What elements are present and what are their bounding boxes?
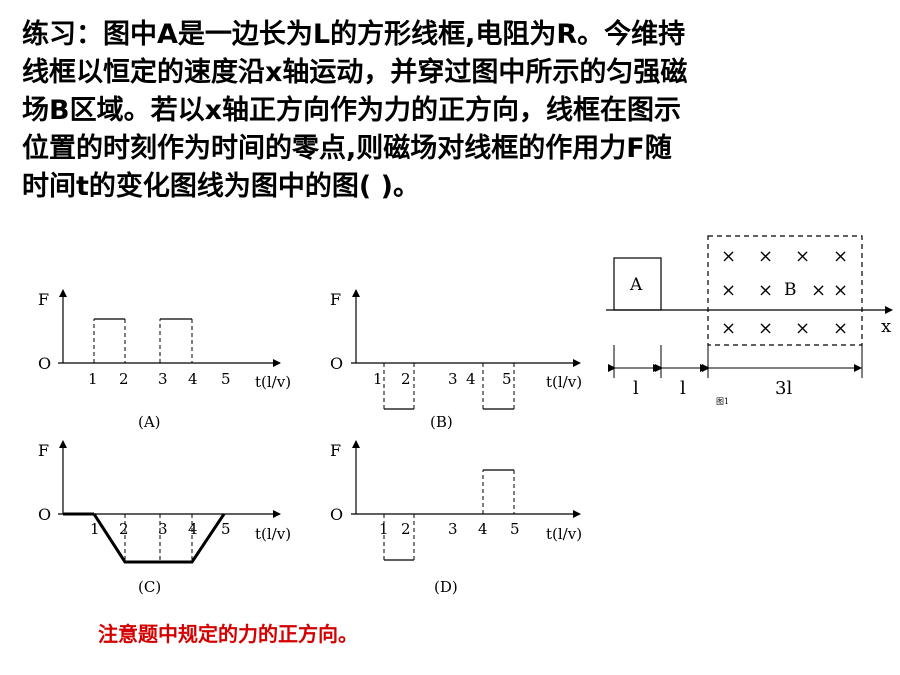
graph-c-tick-5: 5 bbox=[221, 520, 231, 538]
graph-b-tick-5: 5 bbox=[502, 370, 512, 388]
graph-d-pulse-neg bbox=[383, 514, 415, 561]
graph-a-tick-2: 2 bbox=[119, 370, 129, 388]
graph-c-t-label: t(l/v) bbox=[255, 525, 291, 543]
graph-b-origin-label: O bbox=[330, 354, 343, 373]
graph-d-caption: (D) bbox=[434, 578, 458, 596]
graph-b-tick-3: 3 bbox=[448, 370, 458, 388]
graph-d-origin-label: O bbox=[330, 505, 343, 524]
graph-b-pulse-2 bbox=[482, 363, 515, 410]
graph-a-origin-label: O bbox=[38, 354, 51, 373]
graph-b-t-label: t(l/v) bbox=[546, 373, 582, 391]
graph-a-tick-3: 3 bbox=[158, 370, 168, 388]
svg-text:×: × bbox=[833, 318, 848, 339]
graph-c-origin-label: O bbox=[38, 505, 51, 524]
graph-b-f-label: F bbox=[330, 290, 341, 309]
graph-c-curve bbox=[63, 512, 226, 564]
problem-line-1: 练习：图中A是一边长为L的方形线框,电阻为R。今维持 bbox=[22, 19, 686, 50]
graph-b-tick-1: 1 bbox=[373, 370, 383, 388]
note-text: 注意题中规定的力的正方向。 bbox=[98, 622, 358, 646]
graph-d-pulse-pos bbox=[482, 469, 515, 514]
svg-text:×: × bbox=[721, 318, 736, 339]
field-label: B bbox=[784, 280, 797, 300]
graph-a-caption: (A) bbox=[138, 413, 161, 431]
problem-line-2: 线框以恒定的速度沿x轴运动，并穿过图中所示的匀强磁 bbox=[22, 57, 688, 88]
wire-frame-label: A bbox=[629, 275, 643, 295]
graph-c-caption: (C) bbox=[138, 578, 161, 596]
svg-text:×: × bbox=[758, 280, 773, 301]
graph-c-tick-2: 2 bbox=[119, 520, 129, 538]
svg-text:×: × bbox=[833, 280, 848, 301]
x-axis-label: x bbox=[881, 316, 891, 337]
svg-text:×: × bbox=[795, 318, 810, 339]
graph-d: F O 1 2 3 4 5 t(l/v) (D) bbox=[330, 440, 582, 596]
graph-a-pulse-2 bbox=[159, 318, 193, 363]
graph-d-tick-3: 3 bbox=[448, 520, 458, 538]
graph-a-tick-5: 5 bbox=[221, 370, 231, 388]
svg-text:×: × bbox=[758, 246, 773, 267]
svg-text:×: × bbox=[811, 280, 826, 301]
svg-text:×: × bbox=[721, 246, 736, 267]
dim-label-gap: l bbox=[680, 378, 686, 399]
graph-d-tick-4: 4 bbox=[478, 520, 488, 538]
graph-a: F O 1 2 3 4 5 t(l/v) (A) bbox=[38, 289, 291, 431]
figure-caption: 图1 bbox=[716, 397, 729, 406]
graph-c-tick-3: 3 bbox=[158, 520, 168, 538]
svg-text:×: × bbox=[833, 246, 848, 267]
problem-line-4: 位置的时刻作为时间的零点,则磁场对线框的作用力F随 bbox=[22, 133, 672, 164]
graph-a-tick-1: 1 bbox=[88, 370, 98, 388]
graph-c-tick-4: 4 bbox=[188, 520, 198, 538]
dim-label-field: 3l bbox=[775, 378, 792, 399]
problem-line-5: 时间t的变化图线为图中的图( )。 bbox=[22, 171, 420, 202]
svg-text:×: × bbox=[721, 280, 736, 301]
graph-a-tick-4: 4 bbox=[188, 370, 198, 388]
graph-b-tick-2: 2 bbox=[401, 370, 411, 388]
graph-b: F O 1 2 3 4 5 t(l/v) (B) bbox=[330, 289, 582, 431]
graph-b-caption: (B) bbox=[430, 413, 453, 431]
graph-a-pulse-1 bbox=[93, 318, 126, 363]
graph-d-t-label: t(l/v) bbox=[546, 525, 582, 543]
magnetic-field-region bbox=[707, 235, 863, 346]
svg-text:×: × bbox=[758, 318, 773, 339]
problem-text: 练习：图中A是一边长为L的方形线框,电阻为R。今维持 线框以恒定的速度沿x轴运动… bbox=[22, 16, 892, 206]
setup-diagram: A ×××× ×××× ×××× B x l l 3l 图1 bbox=[606, 235, 893, 406]
graph-c: F O 1 2 3 4 5 t(l/v) (C) bbox=[38, 440, 291, 596]
graph-a-t-label: t(l/v) bbox=[255, 373, 291, 391]
graph-d-f-label: F bbox=[330, 441, 341, 460]
dim-label-frame: l bbox=[633, 378, 639, 399]
graph-d-tick-2: 2 bbox=[401, 520, 411, 538]
svg-text:×: × bbox=[795, 246, 810, 267]
field-cross-marks: ×××× ×××× ×××× bbox=[721, 246, 848, 339]
graph-d-tick-5: 5 bbox=[510, 520, 520, 538]
graph-b-pulse-1 bbox=[383, 363, 415, 410]
graph-c-tick-1: 1 bbox=[90, 520, 100, 538]
graph-c-f-label: F bbox=[38, 441, 49, 460]
problem-line-3: 场B区域。若以x轴正方向作为力的正方向，线框在图示 bbox=[22, 95, 681, 126]
graph-a-f-label: F bbox=[38, 290, 49, 309]
graph-b-tick-4: 4 bbox=[466, 370, 476, 388]
